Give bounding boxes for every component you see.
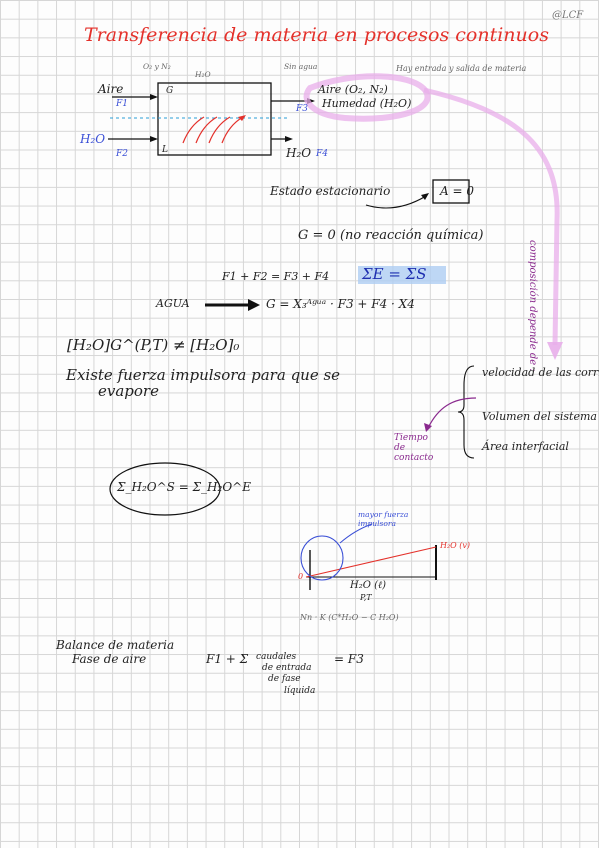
label-h2o-in: H₂O [80, 132, 106, 146]
label-g: G [166, 86, 174, 96]
label-humedad: Humedad (H₂O) [322, 97, 412, 110]
comp-item-2: Volumen del sistema [482, 410, 597, 423]
comp-item-1: velocidad de las corrientes (Fi,j) [482, 366, 599, 379]
label-h2o-out: H₂O [286, 146, 312, 160]
text-fuerza-1: Existe fuerza impulsora para que se [66, 366, 341, 384]
page-title: Transferencia de materia en procesos con… [84, 24, 549, 46]
contactor-box [157, 82, 272, 156]
text-sum-e-s: ΣE = ΣS [362, 265, 427, 283]
balance-line-2: Fase de aire [72, 652, 147, 666]
comp-item-3: Área interfacial [482, 440, 569, 453]
caudales-2: de entrada [262, 663, 312, 673]
caudales-1: caudales [256, 652, 297, 662]
highlight-loop [303, 73, 431, 122]
graph-concentration-line [305, 546, 437, 578]
text-balance: F1 + F2 = F3 + F4 [222, 270, 330, 283]
label-sin-agua: Sin agua [284, 62, 318, 71]
text-fuerza-2: evapore [98, 382, 159, 400]
text-g0: G = 0 (no reacción química) [298, 228, 484, 243]
caudales-3: de fase [268, 674, 301, 684]
graph-h2o-v: H₂O (v) [440, 541, 471, 550]
graph-h2o-l: H₂O (ℓ) [350, 580, 387, 591]
composition-bracket [457, 365, 475, 459]
text-tiempo: Tiempo de contacto [394, 433, 434, 463]
label-h2o-small: H₂O [195, 70, 211, 79]
text-agua-eq: G = X₃ᴬᵍᵘᵃ · F3 + F4 · X4 [266, 297, 415, 311]
text-agua-label: AGUA [156, 297, 190, 310]
graph-zero: 0 [298, 572, 304, 581]
balance-eq-right: = F3 [334, 652, 364, 666]
label-aire: Aire [98, 82, 124, 96]
graph-pt: P,T [360, 593, 372, 602]
highlight-curve [423, 87, 560, 346]
label-aire-out: Aire (O₂, N₂) [318, 83, 388, 96]
label-o2-n2: O₂ y N₂ [143, 62, 171, 71]
signature: @LCF [552, 10, 584, 21]
acc-box [432, 179, 470, 204]
text-acc: A = 0 [440, 184, 474, 198]
sum-highlight [358, 266, 446, 284]
label-f2: F2 [116, 149, 128, 159]
text-sigma-eq: Σ_H₂O^S = Σ_H₂O^E [117, 480, 251, 494]
balance-eq-left: F1 + Σ [206, 652, 249, 666]
graph-mayor-fuerza: mayor fuerza impulsora [358, 510, 409, 528]
graph-circle [300, 535, 344, 581]
text-estado: Estado estacionario [270, 184, 391, 198]
flow-arrow-1 [182, 116, 205, 144]
label-hay-entrada: Hay entrada y salida de materia [396, 64, 527, 73]
label-f4: F4 [316, 149, 328, 159]
text-side-note: composición depende de : [527, 240, 538, 372]
flow-arrow-3 [208, 116, 231, 144]
caudales-4: líquida [284, 686, 316, 696]
label-l: L [162, 145, 168, 155]
balance-line-1: Balance de materia [56, 638, 175, 652]
text-conc: [H₂O]G^(P,T) ≠ [H₂O]₀ [67, 336, 240, 354]
label-f3: F3 [296, 104, 308, 114]
sigma-ellipse [109, 462, 221, 516]
graph-flux: Nn · K (C*H₂O − C H₂O) [300, 613, 399, 622]
flow-arrow-2 [195, 116, 218, 144]
label-f1: F1 [116, 99, 128, 109]
